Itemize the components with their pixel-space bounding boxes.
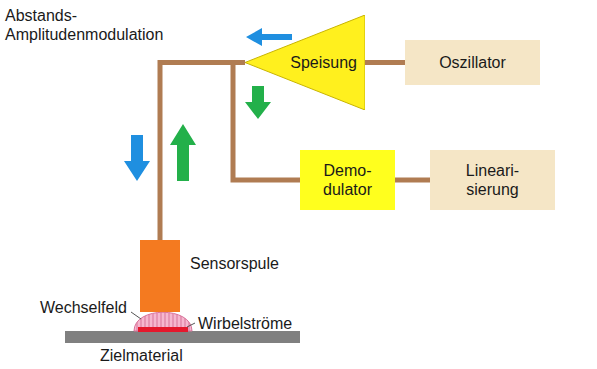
oscillator-box: Oszillator bbox=[405, 40, 540, 85]
flow-arrow bbox=[124, 135, 150, 181]
field-label: Wechselfeld bbox=[40, 298, 127, 317]
node-text: Sensorspule bbox=[190, 254, 279, 273]
signal-wire bbox=[395, 178, 430, 183]
sensor-coil: Sensorspule bbox=[140, 240, 180, 312]
alternating-field bbox=[134, 312, 192, 331]
demodulator-box: Demo- dulator bbox=[300, 150, 395, 210]
triangle-shape bbox=[245, 15, 365, 110]
amplifier-triangle: Speisung bbox=[245, 15, 365, 110]
flow-arrow bbox=[170, 124, 196, 181]
flow-arrow bbox=[246, 28, 292, 46]
node-text: Lineari- sierung bbox=[453, 161, 533, 199]
node-text: Speisung bbox=[290, 53, 357, 72]
flow-arrow bbox=[245, 86, 271, 119]
modulation-label: Abstands- Amplitudenmodulation bbox=[5, 6, 205, 44]
eddy-current-label: Wirbelströme bbox=[198, 314, 292, 333]
leader-line bbox=[131, 312, 141, 319]
node-text: Oszillator bbox=[439, 53, 506, 72]
target-plate bbox=[65, 331, 300, 343]
target-label: Zielmaterial bbox=[100, 346, 183, 365]
leader-line bbox=[187, 323, 195, 327]
node-text: Demo- dulator bbox=[313, 161, 383, 199]
signal-wire bbox=[365, 60, 405, 65]
linearisation-box: Lineari- sierung bbox=[430, 150, 555, 210]
eddy-currents bbox=[138, 327, 188, 332]
